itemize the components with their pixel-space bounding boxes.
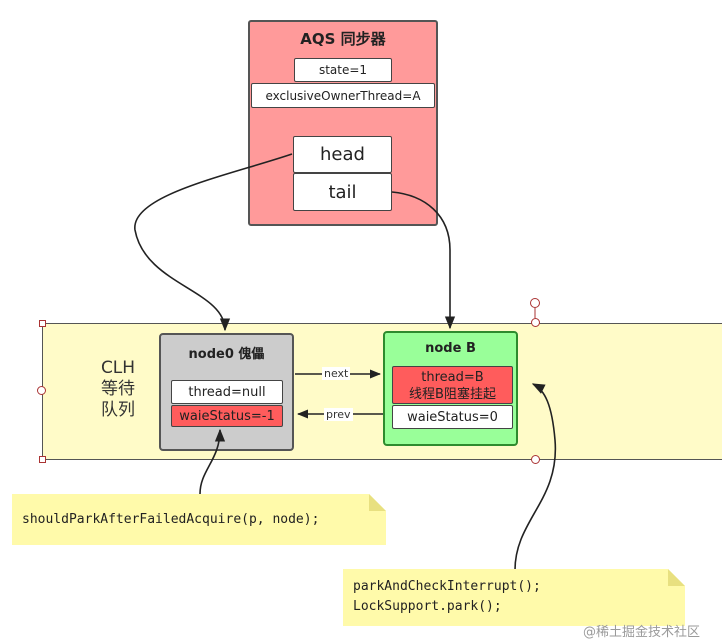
node0-wait-status-field: waieStatus=-1 xyxy=(171,405,283,427)
aqs-exclusive-owner-field: exclusiveOwnerThread=A xyxy=(251,83,435,108)
node0-title: node0 傀儡 xyxy=(188,346,265,362)
resize-handle-top-mid[interactable] xyxy=(531,318,540,327)
aqs-tail-field: tail xyxy=(293,173,392,211)
aqs-state-field: state=1 xyxy=(294,58,392,82)
nodeB-blocked-text: 线程B阻塞挂起 xyxy=(409,387,496,402)
park-note[interactable]: parkAndCheckInterrupt(); LockSupport.par… xyxy=(343,569,685,626)
node0-dummy-node[interactable]: node0 傀儡 thread=null waieStatus=-1 xyxy=(159,333,294,451)
resize-handle-top-left[interactable] xyxy=(39,320,46,327)
node0-thread-field: thread=null xyxy=(171,380,283,404)
nodeB-thread-value: thread=B xyxy=(421,370,484,385)
park-text-line1: parkAndCheckInterrupt(); xyxy=(353,579,541,594)
clh-queue-band xyxy=(42,323,722,460)
prev-label: prev xyxy=(324,408,353,421)
park-text-line2: LockSupport.park(); xyxy=(353,599,502,614)
should-park-text: shouldParkAfterFailedAcquire(p, node); xyxy=(22,512,320,527)
tail-to-nodeB-arrow xyxy=(391,191,456,330)
park-note-fold xyxy=(668,569,685,586)
rotate-handle[interactable] xyxy=(530,298,540,308)
watermark: @稀土掘金技术社区 xyxy=(583,625,701,640)
note-to-node0-arrow xyxy=(199,428,226,495)
aqs-title: AQS 同步器 xyxy=(300,29,386,48)
resize-handle-left-mid[interactable] xyxy=(37,386,46,395)
clh-queue-label: CLH 等待 队列 xyxy=(100,358,136,420)
resize-handle-bottom-left[interactable] xyxy=(39,456,46,463)
resize-handle-bottom-mid[interactable] xyxy=(531,455,540,464)
nodeB-title: node B xyxy=(425,340,476,356)
aqs-synchronizer-box[interactable]: AQS 同步器 state=1 exclusiveOwnerThread=A h… xyxy=(248,20,438,226)
should-park-note-fold xyxy=(369,494,386,511)
head-to-node0-arrow xyxy=(134,153,293,332)
note-to-nodeB-arrow xyxy=(514,383,557,571)
nodeB-node[interactable]: node B thread=B 线程B阻塞挂起 waieStatus=0 xyxy=(383,331,518,446)
aqs-head-field: head xyxy=(293,136,392,173)
nodeB-wait-status-field: waieStatus=0 xyxy=(392,405,513,429)
nodeB-thread-field: thread=B 线程B阻塞挂起 xyxy=(392,366,513,404)
next-label: next xyxy=(322,367,351,380)
should-park-note[interactable]: shouldParkAfterFailedAcquire(p, node); xyxy=(12,494,386,545)
